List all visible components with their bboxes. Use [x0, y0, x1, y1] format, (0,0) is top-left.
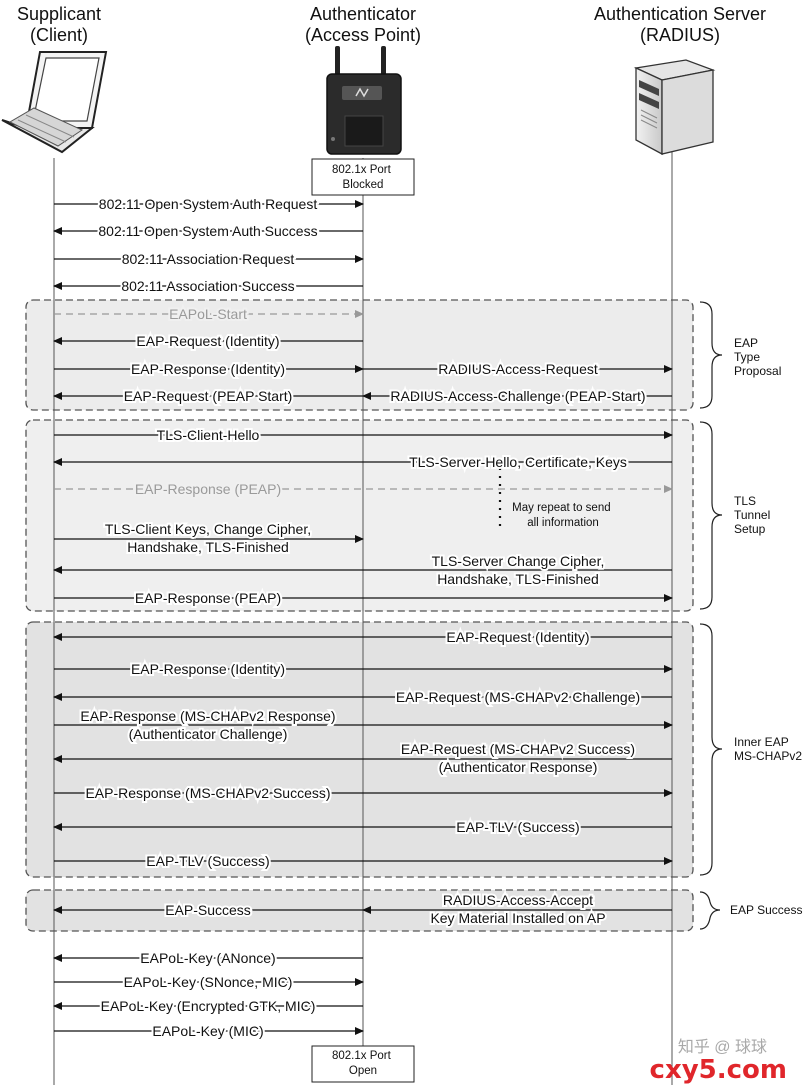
message-label-m19: (Authenticator Response): [439, 759, 598, 775]
message-label-m26: EAPoL-Key (Encrypted GTK, MIC): [101, 998, 316, 1014]
authenticator-title: Authenticator: [309, 4, 417, 24]
message-label-m9: TLS-Client-Hello: [157, 427, 260, 443]
server-title: Authentication Server: [593, 4, 767, 24]
message-label-m17: EAP-Request (MS-CHAPv2 Challenge): [396, 689, 640, 705]
message-label-m27: EAPoL-Key (MIC): [152, 1023, 263, 1039]
port-blocked-state: Blocked: [343, 179, 384, 191]
phase-box-eap-type: [25, 299, 694, 411]
message-label-m22: EAP-TLV (Success): [146, 853, 269, 869]
port-blocked-box: [311, 158, 415, 196]
message-label-m4: 802.11 Association Success: [121, 278, 294, 294]
authenticator-subtitle: (Access Point): [304, 25, 422, 45]
message-label-m13: Handshake, TLS-Finished: [437, 571, 599, 587]
message-label-m11: EAP-Response (PEAP): [135, 481, 281, 497]
phase-label-eap-type: EAP Type Proposal: [734, 336, 781, 378]
port-open-state: Open: [349, 1065, 377, 1077]
message-label-m16: EAP-Response (Identity): [131, 661, 285, 677]
phase-brace: [699, 891, 721, 930]
message-label-m14: EAP-Response (PEAP): [135, 590, 281, 606]
watermark-faint: 知乎 @ 球球: [677, 1039, 767, 1056]
phase-label-tls-setup: TLS Tunnel Setup: [734, 494, 770, 536]
message-label-m19: EAP-Request (MS-CHAPv2 Success): [401, 741, 635, 757]
message-label-m12: TLS-Client Keys, Change Cipher,: [105, 521, 311, 537]
port-open-label: 802.1x Port: [332, 1050, 392, 1062]
message-label-m8b: RADIUS-Access-Challenge (PEAP-Start): [390, 388, 645, 404]
message-label-m21: EAP-TLV (Success): [456, 819, 579, 835]
phase-box-inner-eap: [25, 621, 694, 878]
client-header: Supplicant (Client): [0, 4, 118, 46]
authenticator-header: Authenticator (Access Point): [283, 4, 443, 46]
svg-text:802.1x Port Blocked: 802.1x Port Blocked: [332, 164, 394, 191]
phase-label-line: MS-CHAPv2: [734, 749, 803, 763]
phase-label-eap-success: EAP Success: [730, 903, 802, 917]
message-label-m25: EAPoL-Key (SNonce, MIC): [124, 974, 293, 990]
message-label-m3: 802.11 Association Request: [122, 251, 295, 267]
server-header: Authentication Server (RADIUS): [580, 4, 780, 46]
message-label-m23b: RADIUS-Access-Accept: [443, 892, 593, 908]
message-label-m15: EAP-Request (Identity): [446, 629, 589, 645]
message-label-m7a: EAP-Response (Identity): [131, 361, 285, 377]
phase-label-line: Setup: [734, 522, 766, 536]
phase-label-line: TLS: [734, 494, 757, 508]
phase-label-line: Tunnel: [734, 508, 771, 522]
repeat-note-line2: all information: [527, 517, 599, 529]
svg-text:May repeat to send all inf: May repeat to send all information: [512, 502, 614, 529]
phase-label-line: EAP Success: [730, 903, 803, 917]
port-open-box: [311, 1045, 415, 1083]
phase-brace: [699, 301, 723, 409]
phase-label-line: Type: [734, 350, 761, 364]
watermark-logo: cxy5.com: [649, 1055, 787, 1085]
phase-label-inner-eap: Inner EAP MS-CHAPv2: [734, 735, 802, 763]
phase-label-line: EAP: [734, 336, 759, 350]
port-blocked-label: 802.1x Port: [332, 164, 392, 176]
message-label-m5: EAPoL-Start: [169, 306, 247, 322]
message-label-m13: TLS-Server Change Cipher,: [432, 553, 605, 569]
message-label-m12: Handshake, TLS-Finished: [127, 539, 289, 555]
laptop-icon: [1, 51, 108, 154]
phase-label-line: Inner EAP: [734, 735, 789, 749]
message-label-m7b: RADIUS-Access-Request: [438, 361, 598, 377]
client-title: Supplicant: [16, 4, 102, 24]
message-label-m2: 802.11 Open System Auth Success: [98, 223, 317, 239]
server-icon: [633, 59, 716, 156]
phase-box-tls-setup: [25, 419, 694, 612]
phase-brace: [699, 623, 723, 876]
phase-label-line: Proposal: [734, 364, 782, 378]
phase-brace: [699, 421, 723, 610]
message-label-m10: TLS-Server-Hello, Certificate, Keys: [409, 454, 627, 470]
message-label-m6: EAP-Request (Identity): [136, 333, 279, 349]
message-label-m23a: EAP-Success: [165, 902, 251, 918]
message-label-m23b: Key Material Installed on AP: [430, 910, 605, 926]
message-label-m18: (Authenticator Challenge): [129, 726, 288, 742]
access-point-icon: [326, 46, 402, 155]
repeat-note-line1: May repeat to send: [512, 502, 610, 514]
server-subtitle: (RADIUS): [640, 25, 720, 45]
message-label-m18: EAP-Response (MS-CHAPv2 Response): [80, 708, 335, 724]
message-label-m20: EAP-Response (MS-CHAPv2 Success): [85, 785, 330, 801]
svg-text:802.1x Port Open: 802.1x Port Open: [332, 1050, 394, 1077]
message-label-m24: EAPoL-Key (ANonce): [140, 950, 275, 966]
client-subtitle: (Client): [29, 25, 88, 45]
message-label-m8a: EAP-Request (PEAP Start): [124, 388, 293, 404]
message-label-m1: 802.11 Open System Auth Request: [99, 196, 318, 212]
